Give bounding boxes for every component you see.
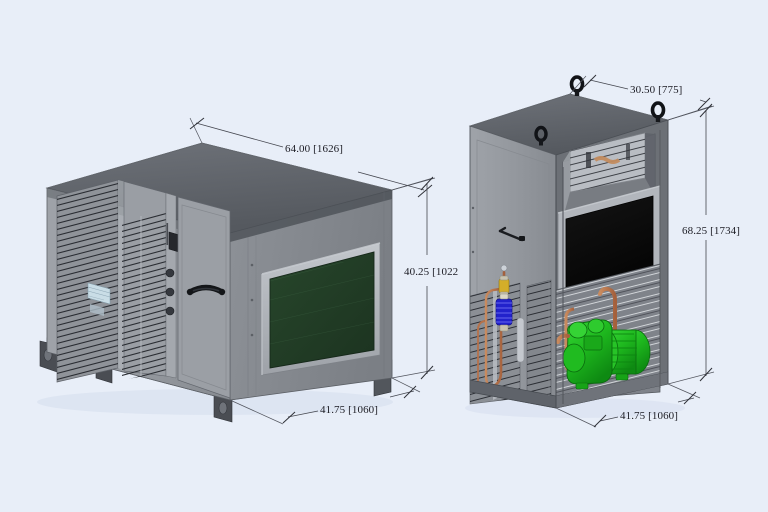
dimension-label-internal-depth: 41.75 [1060] (620, 410, 678, 422)
control-panel-strip (165, 192, 180, 379)
service-port[interactable] (165, 287, 175, 297)
nameplate-label (87, 282, 111, 316)
condenser-coil-panel (261, 242, 381, 376)
dimension-internal-height: 68.25 [1734] (667, 103, 740, 385)
dimension-internal-depth: 41.75 [1060] (555, 383, 701, 428)
accumulator-vessel (516, 317, 525, 363)
dimension-exterior-depth: 41.75 [1060] (229, 377, 421, 425)
louvered-intake-grille (56, 179, 119, 383)
sight-glass (500, 264, 508, 272)
dimension-label-exterior-width: 64.00 [1626] (285, 143, 343, 155)
internal-view (465, 75, 685, 418)
dimension-label-internal-width: 30.50 [775] (630, 84, 682, 96)
indicator-slot (166, 223, 169, 245)
center-louver-strip (526, 279, 552, 403)
access-door-handle[interactable] (186, 284, 226, 296)
ground-shadow (465, 398, 685, 418)
dimension-exterior-height: 40.25 [1022 (391, 176, 458, 380)
filter-drier (498, 275, 510, 297)
dimension-label-internal-height: 68.25 [1734] (682, 225, 740, 237)
access-door[interactable] (177, 196, 231, 399)
exterior-view (37, 142, 393, 423)
dimension-label-exterior-depth: 41.75 [1060] (320, 404, 378, 416)
lifting-eye-hook (534, 75, 666, 146)
scroll-compressor (556, 318, 651, 390)
louvered-intake-grille-secondary (122, 210, 166, 380)
dimension-exterior-width: 64.00 [1626] (189, 117, 434, 198)
dimension-label-exterior-height: 40.25 [1022 (404, 266, 458, 278)
service-port (168, 231, 180, 253)
door-latch-handle[interactable] (498, 226, 525, 242)
solenoid-coil (495, 293, 513, 332)
service-port[interactable] (165, 268, 175, 278)
service-port[interactable] (165, 306, 175, 316)
